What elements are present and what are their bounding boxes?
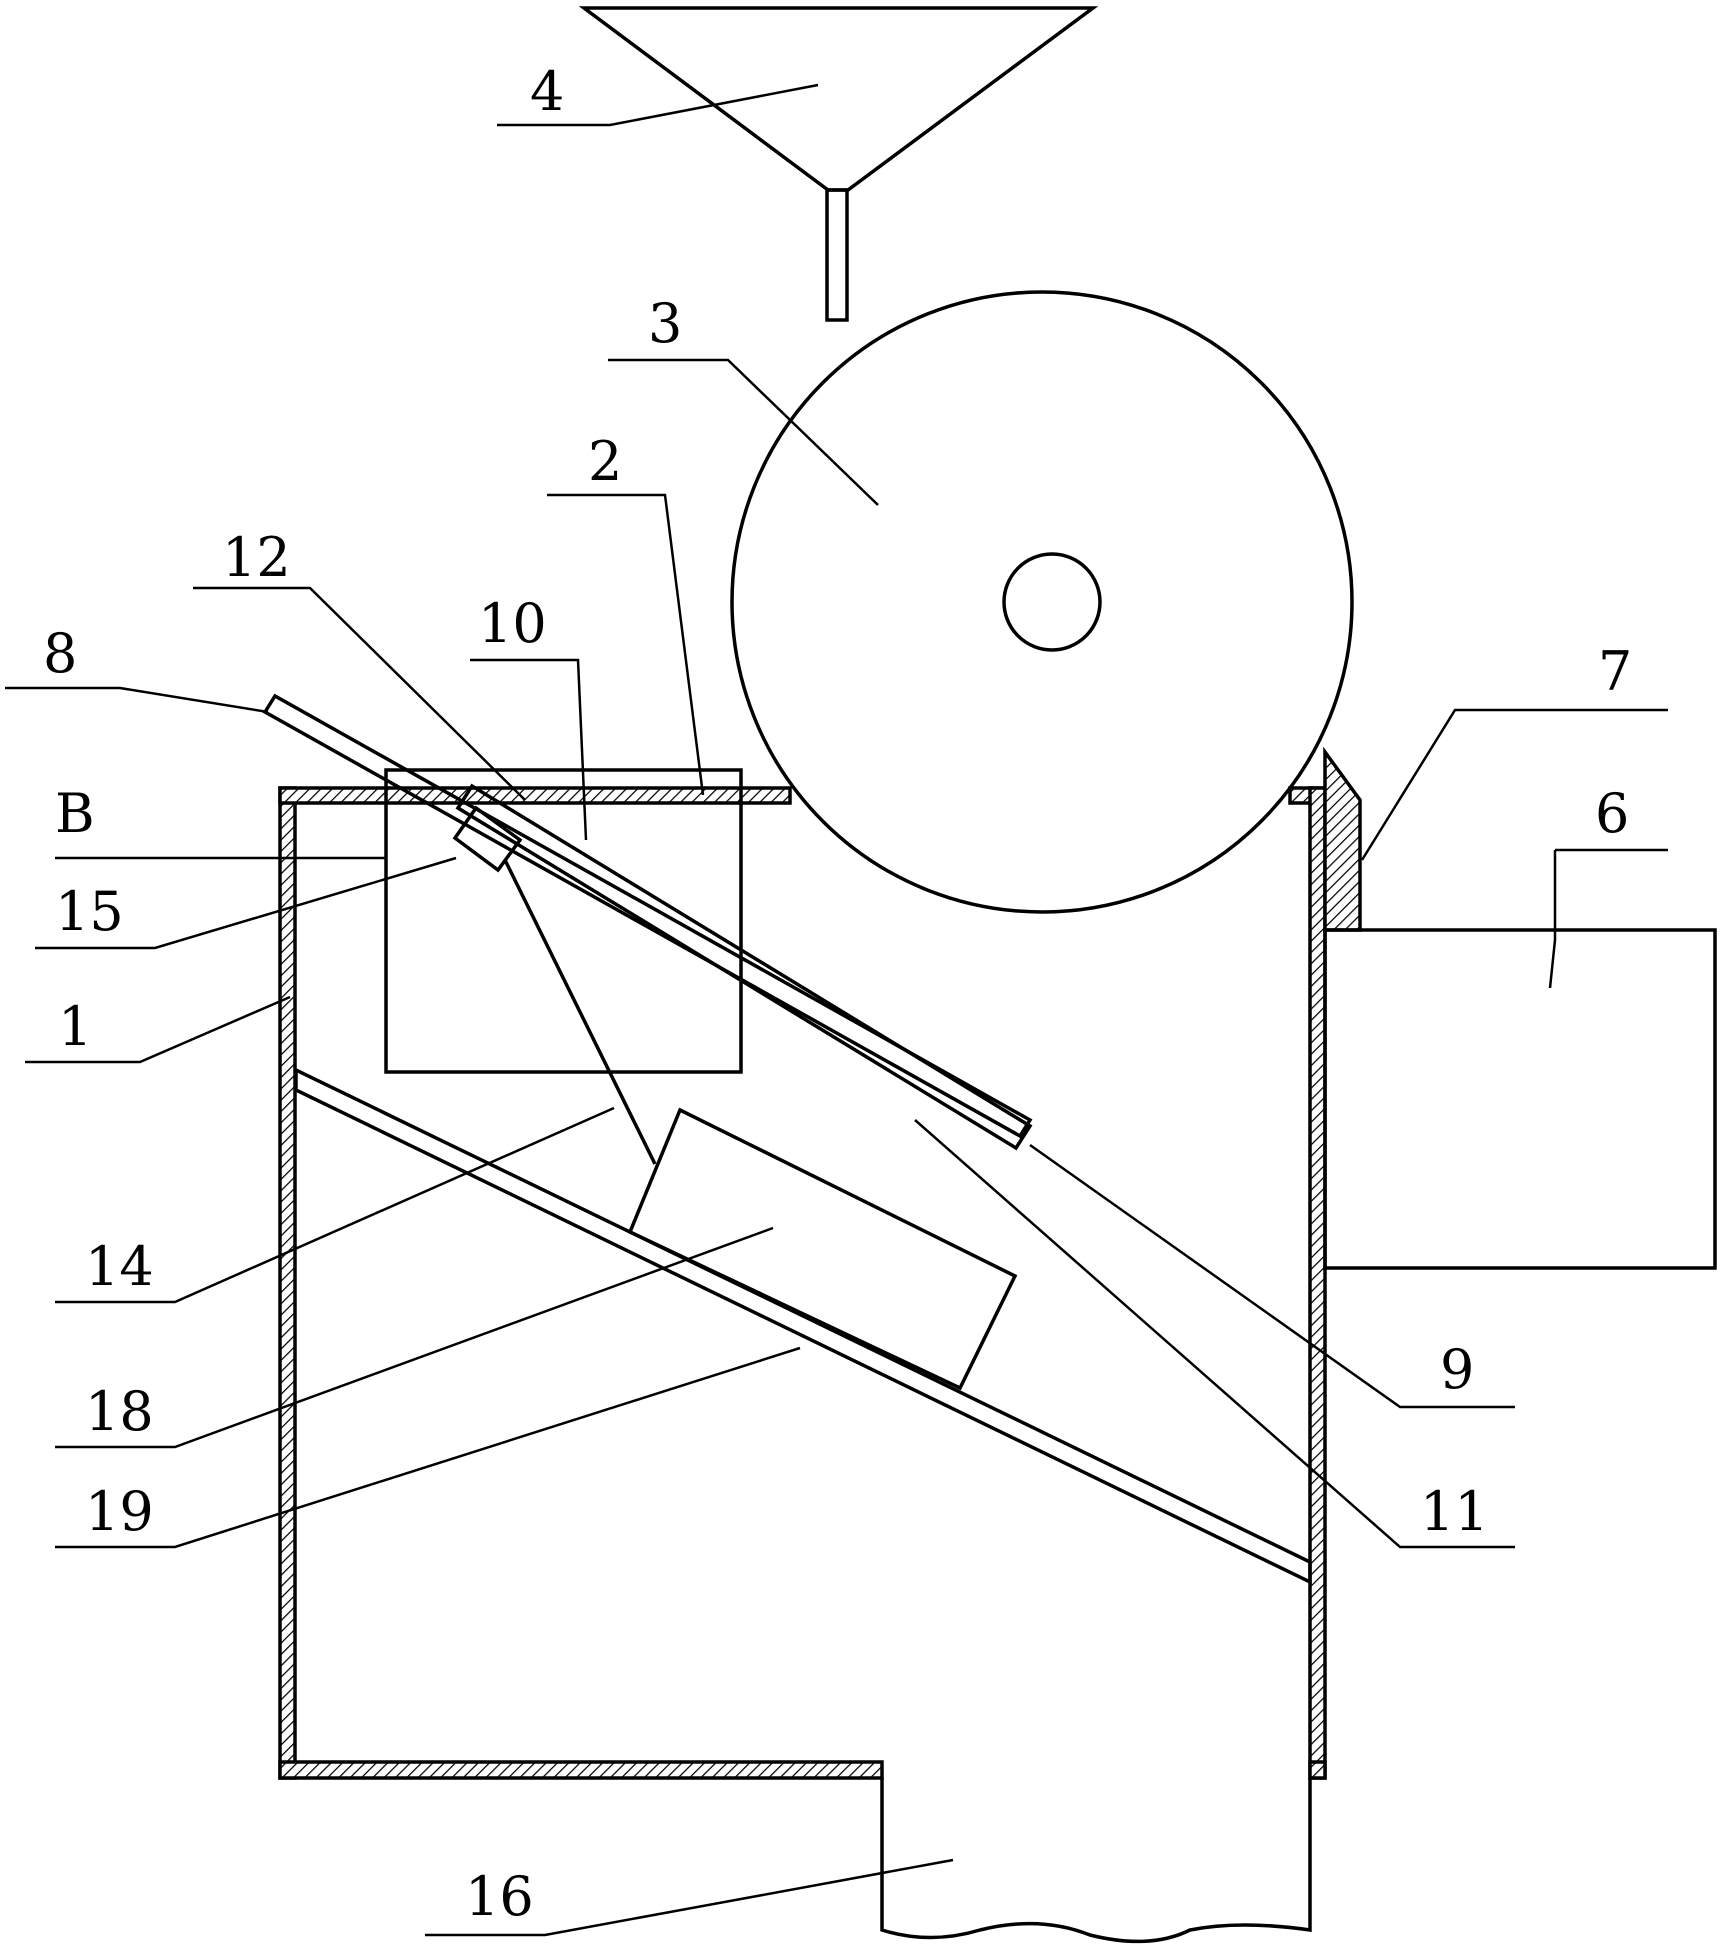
label-6: 6 — [1595, 782, 1629, 845]
sleeve — [452, 805, 523, 873]
label-8: 8 — [43, 622, 77, 685]
vibrating-screen — [294, 1067, 1312, 1585]
label-11: 11 — [1420, 1480, 1489, 1543]
hopper — [578, 6, 1099, 322]
inclined-rod — [262, 693, 1033, 1139]
label-19: 19 — [85, 1480, 154, 1543]
label-12: 12 — [222, 526, 291, 589]
bracket — [1323, 746, 1362, 932]
label-7: 7 — [1598, 640, 1632, 703]
label-B: B — [55, 782, 95, 845]
label-2: 2 — [588, 430, 622, 493]
label-16: 16 — [465, 1865, 534, 1928]
label-15: 15 — [55, 880, 124, 943]
label-18: 18 — [85, 1380, 154, 1443]
label-4: 4 — [530, 60, 564, 123]
motor-box — [1323, 928, 1717, 1270]
labels: 4 3 2 12 10 8 B 15 1 7 6 14 18 19 9 11 1… — [43, 60, 1632, 1928]
label-9: 9 — [1440, 1338, 1474, 1401]
roller — [730, 290, 1354, 914]
label-14: 14 — [85, 1235, 154, 1298]
label-10: 10 — [478, 592, 547, 655]
label-3: 3 — [648, 292, 682, 355]
spring-tube — [455, 783, 1033, 1151]
frame-box — [384, 768, 743, 1074]
outlet-pipe — [880, 1778, 1312, 1944]
vibration-motor — [627, 1107, 1018, 1391]
leader-lines — [5, 83, 1668, 1937]
housing — [278, 786, 1327, 1780]
label-1: 1 — [58, 995, 92, 1058]
link-rod — [503, 859, 657, 1165]
